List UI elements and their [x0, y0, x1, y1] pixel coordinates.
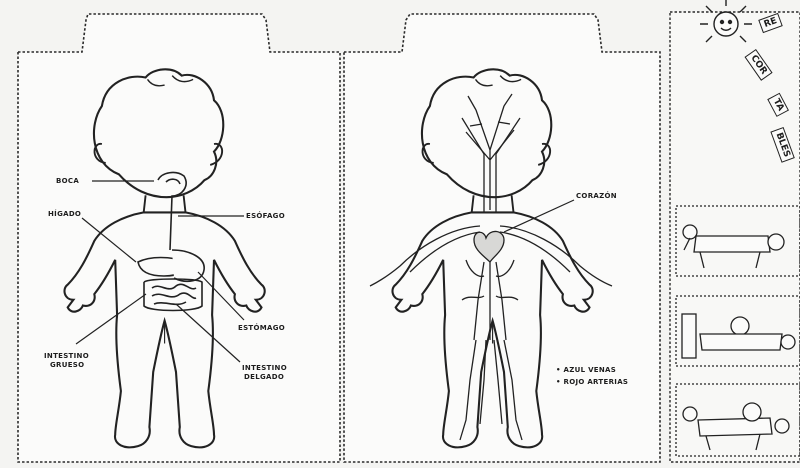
label-intestino-delgado-2: DELGADO: [244, 373, 284, 381]
label-higado: HÍGADO: [48, 210, 81, 218]
label-corazon: CORAZÓN: [576, 192, 617, 200]
label-intestino-delgado-1: INTESTINO: [242, 364, 287, 372]
label-intestino-grueso-1: INTESTINO: [44, 352, 89, 360]
label-esofago: ESÓFAGO: [246, 212, 285, 220]
label-boca: BOCA: [56, 177, 79, 185]
label-estomago: ESTÓMAGO: [238, 324, 285, 332]
legend-rojo-arterias: • ROJO ARTERIAS: [556, 378, 628, 386]
legend-azul-venas: • AZUL VENAS: [556, 366, 616, 374]
label-intestino-grueso-2: GRUESO: [50, 361, 84, 369]
